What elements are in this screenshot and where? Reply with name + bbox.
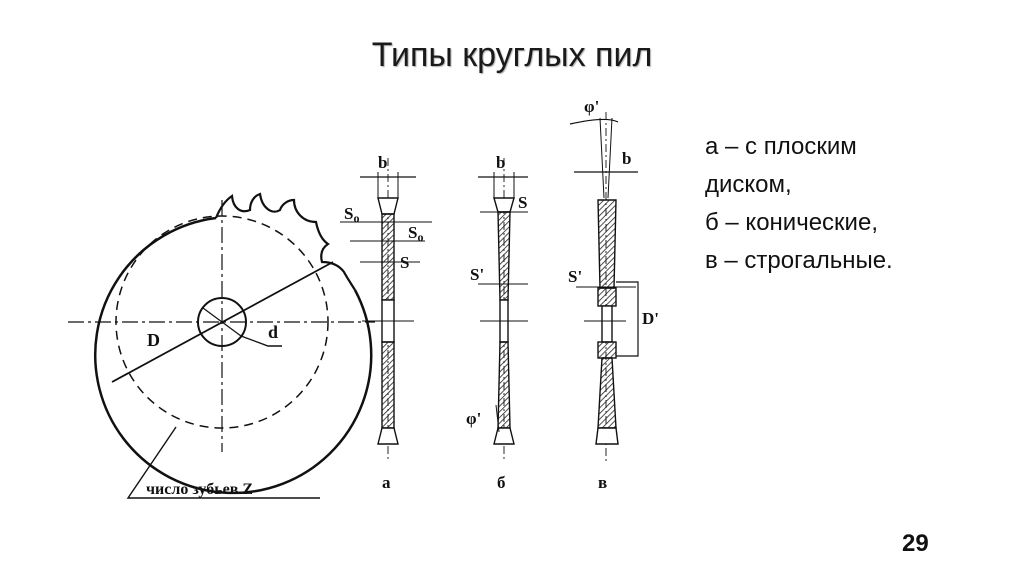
- legend-line-4: в – строгальные.: [705, 247, 893, 274]
- teeth-count-label: число зубьев Z: [146, 481, 253, 498]
- profile-a-s-label: S: [400, 253, 409, 272]
- legend: а – с плоским диском, б – конические, в …: [705, 128, 1005, 280]
- saw-disc-drawing: [68, 192, 375, 499]
- legend-line-2: диском,: [705, 171, 792, 198]
- profile-b-s-prime-label: S': [470, 265, 484, 284]
- profile-b-drawing: [478, 158, 528, 462]
- hole-diameter-label: d: [268, 322, 278, 342]
- profile-v-b-label: b: [622, 149, 631, 168]
- slide-title: Типы круглых пил: [371, 36, 653, 74]
- profile-v-d-prime-label: D': [642, 309, 659, 328]
- profile-v-phi-label: φ': [584, 97, 599, 116]
- legend-line-3: б – конические,: [705, 209, 878, 236]
- profile-a-caption: а: [382, 473, 391, 492]
- profile-b-phi-label: φ': [466, 409, 481, 428]
- profile-b-b-label: b: [496, 153, 505, 172]
- profile-a-so-right-label: So: [408, 223, 423, 244]
- profile-b-caption: б: [497, 473, 506, 492]
- profile-v-caption: в: [598, 473, 607, 492]
- profile-b-s-label: S: [518, 193, 527, 212]
- profile-v-drawing: [569, 112, 639, 462]
- profile-a-b-label: b: [378, 153, 387, 172]
- profile-a-drawing: [340, 158, 432, 462]
- profile-a-so-left-label: So: [344, 204, 359, 225]
- page-number: 29: [902, 530, 929, 557]
- legend-line-1: а – с плоским: [705, 133, 857, 160]
- profile-v-s-prime-label: S': [568, 267, 582, 286]
- disc-diameter-label: D: [147, 330, 160, 350]
